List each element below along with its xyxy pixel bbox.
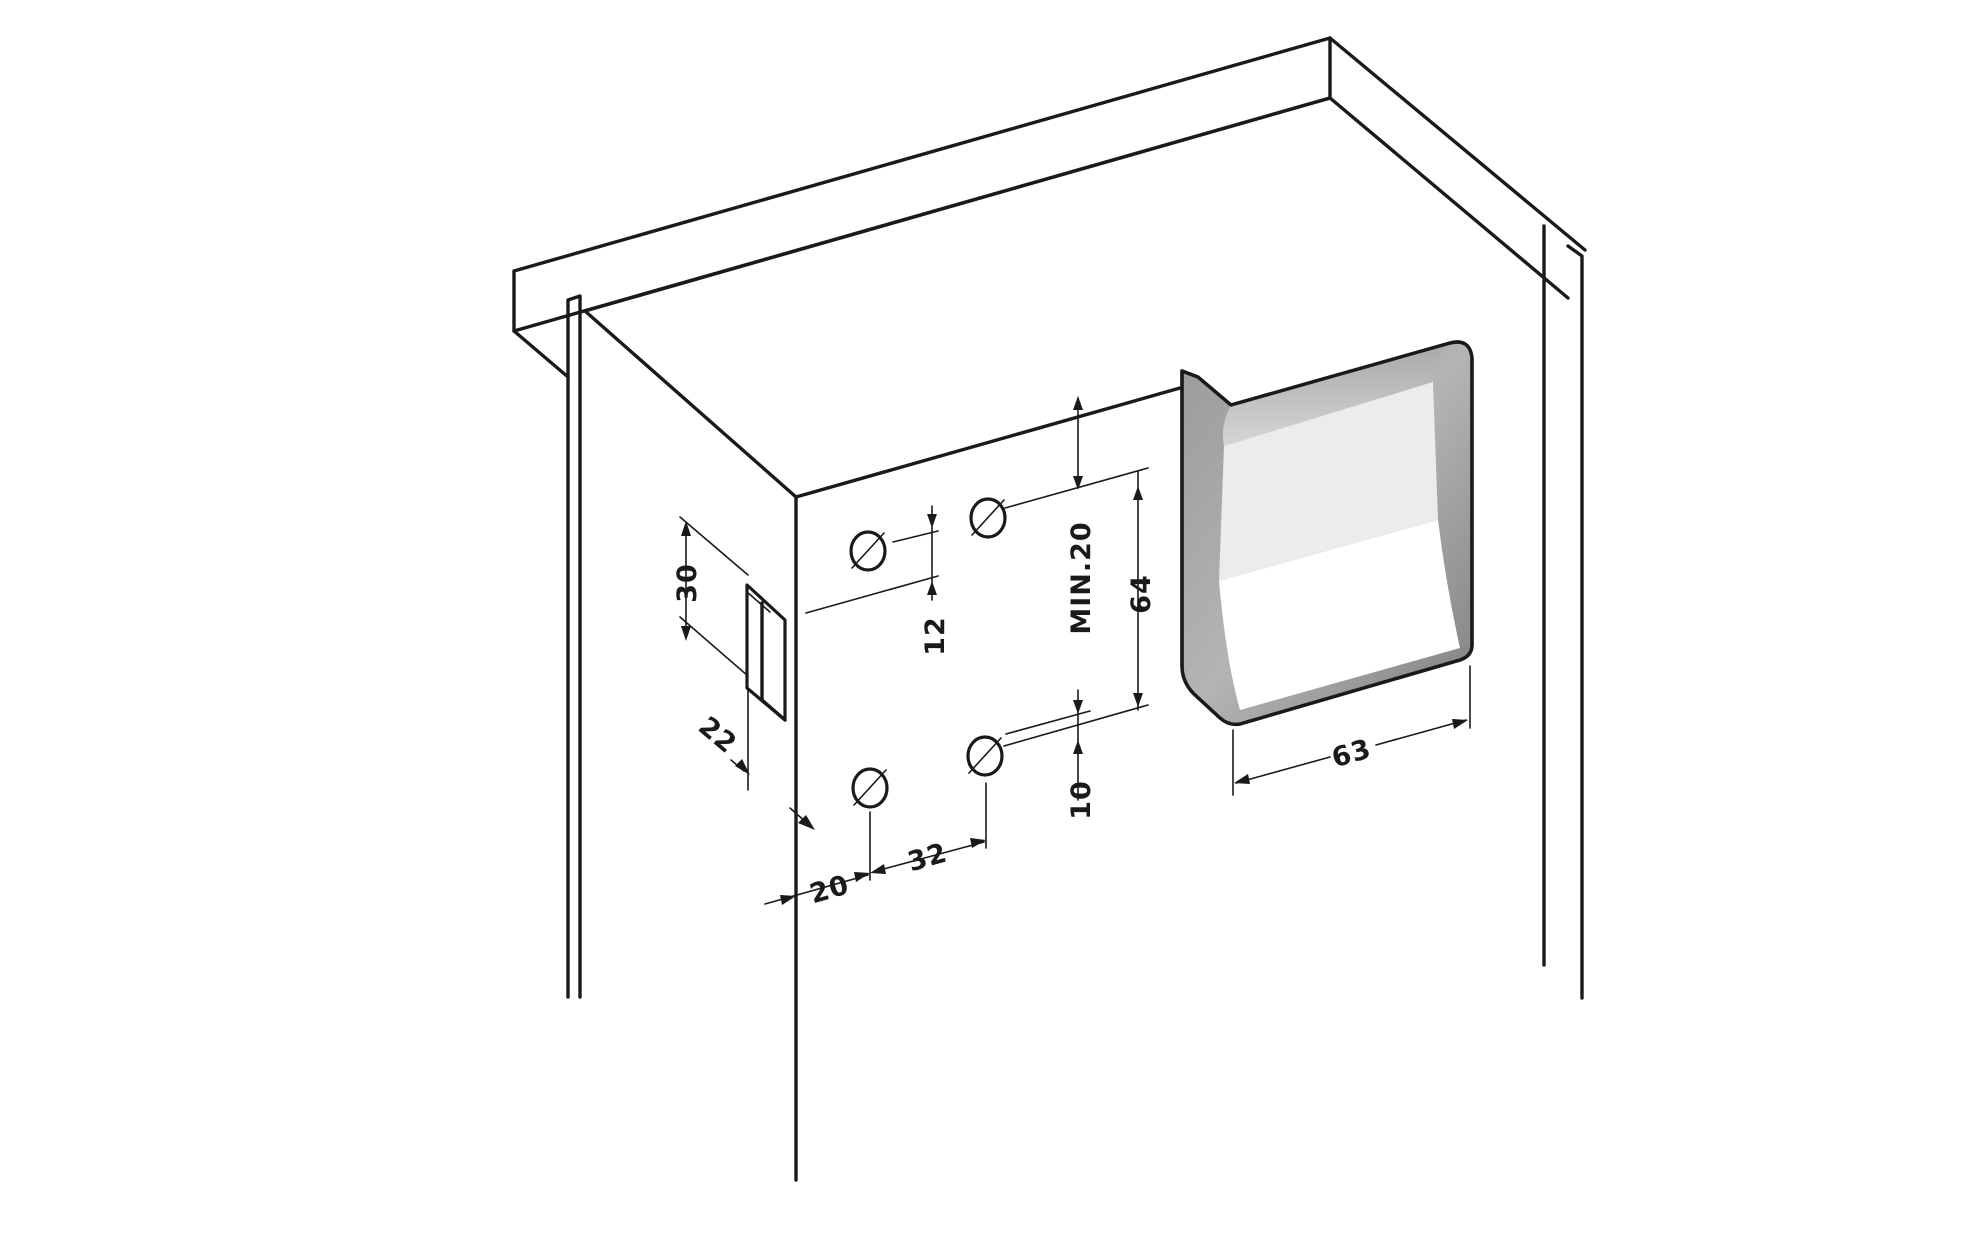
front-face-top-edge <box>794 386 1182 499</box>
recessed-handle <box>1180 340 1474 727</box>
handle-inner-back <box>1219 382 1438 581</box>
hole-lower-right <box>966 735 1004 777</box>
cabinet-top-surface <box>583 96 1570 313</box>
label-latch-height: 30 <box>672 563 703 603</box>
top-panel-edge <box>512 36 1332 333</box>
hole-upper-left <box>849 530 887 572</box>
latch-slot-face <box>745 583 787 722</box>
top-panel-underside <box>512 329 570 379</box>
latch-slot-chamfer <box>746 591 771 613</box>
drill-holes <box>849 497 1007 809</box>
label-upper-hole-depth: 12 <box>920 616 951 656</box>
handle-outline <box>1180 340 1474 727</box>
label-hole-edge-offset: 20 <box>806 869 853 910</box>
right-side-panel-outer <box>1566 244 1584 1000</box>
label-hole-spacing-vertical: 64 <box>1126 574 1157 614</box>
left-side-panel <box>566 294 582 999</box>
hole-upper-right <box>969 497 1007 539</box>
label-hole-spacing-horizontal: 32 <box>904 837 951 878</box>
handle-inner-lower <box>1219 520 1460 710</box>
front-top-edge <box>583 309 798 499</box>
label-min-top-distance: MIN.20 <box>1066 521 1097 634</box>
latch-slot-inner <box>760 601 787 722</box>
cabinet-frame <box>512 36 1587 1182</box>
dimension-lines <box>679 396 1471 905</box>
top-panel-right-edge <box>1328 36 1587 252</box>
latch-slot <box>745 583 787 722</box>
label-lower-hole-depth: 10 <box>1066 780 1097 820</box>
label-handle-width: 63 <box>1328 733 1375 774</box>
label-latch-depth: 22 <box>692 711 742 760</box>
handle-inner-top <box>1222 343 1450 446</box>
hole-lower-left <box>851 767 889 809</box>
